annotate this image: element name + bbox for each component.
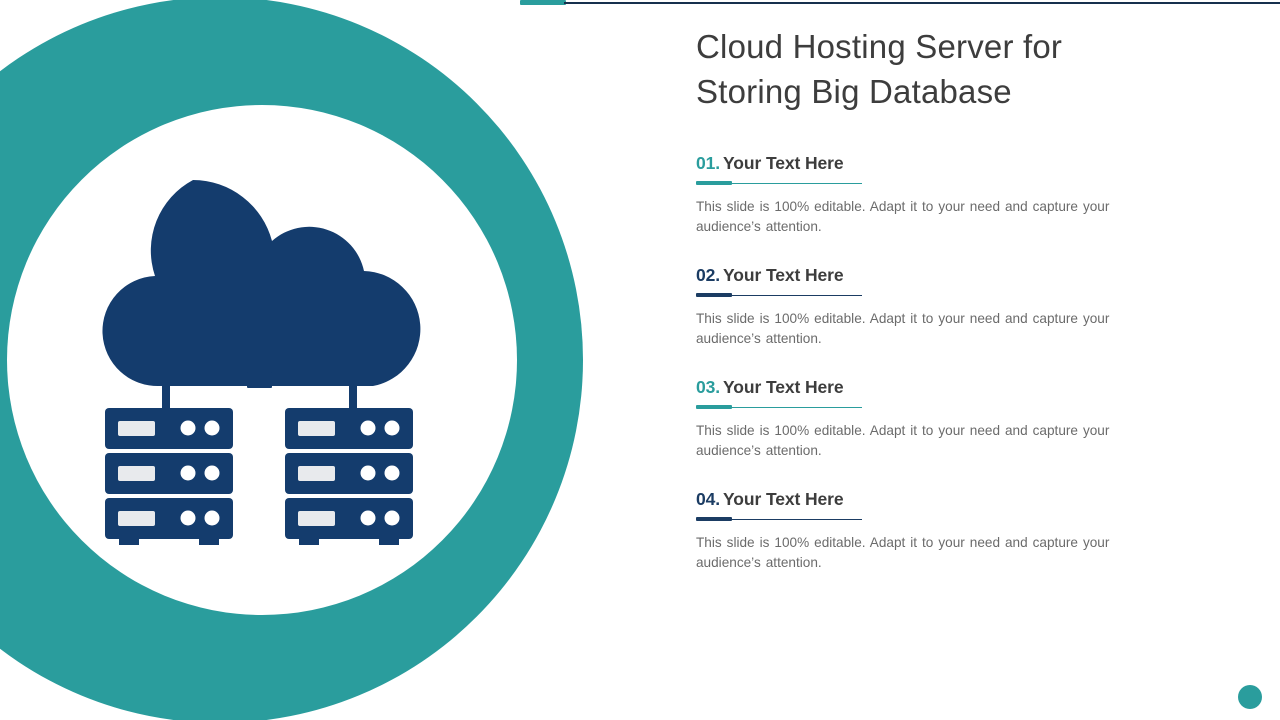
server-led xyxy=(360,420,376,436)
network-drop-left xyxy=(162,376,170,412)
server-led xyxy=(360,510,376,526)
section-body: This slide is 100% editable. Adapt it to… xyxy=(696,199,1110,234)
section-item: 02.Your Text Here This slide is 100% edi… xyxy=(696,264,1196,348)
server-led xyxy=(180,510,196,526)
cloud-shape xyxy=(102,180,421,387)
section-label: Your Text Here xyxy=(723,153,844,173)
server-slot xyxy=(118,421,155,436)
server-led xyxy=(204,420,220,436)
server-led xyxy=(384,510,400,526)
section-divider xyxy=(696,516,862,524)
server-unit xyxy=(285,498,413,539)
cloud-stem xyxy=(255,340,264,378)
server-foot xyxy=(379,537,399,545)
content-column: Cloud Hosting Server for Storing Big Dat… xyxy=(696,24,1196,600)
section-item: 04.Your Text Here This slide is 100% edi… xyxy=(696,488,1196,572)
section-list: 01.Your Text Here This slide is 100% edi… xyxy=(696,152,1196,572)
server-unit xyxy=(285,453,413,494)
section-heading: 03.Your Text Here xyxy=(696,376,1196,398)
server-slot xyxy=(298,421,335,436)
server-slot xyxy=(118,511,155,526)
section-label: Your Text Here xyxy=(723,265,844,285)
section-heading: 01.Your Text Here xyxy=(696,152,1196,174)
server-unit xyxy=(105,453,233,494)
corner-accent-dot xyxy=(1238,685,1262,709)
top-rule-thin-segment xyxy=(564,2,1280,4)
server-led xyxy=(204,465,220,481)
server-led xyxy=(384,420,400,436)
server-led xyxy=(204,510,220,526)
server-led xyxy=(384,465,400,481)
section-heading: 02.Your Text Here xyxy=(696,264,1196,286)
divider-thin-segment xyxy=(730,518,862,521)
divider-thick-segment xyxy=(696,293,732,297)
section-heading: 04.Your Text Here xyxy=(696,488,1196,510)
section-divider xyxy=(696,404,862,412)
section-number: 02. xyxy=(696,265,721,285)
section-number: 03. xyxy=(696,377,721,397)
top-rule-thick-segment xyxy=(520,0,566,5)
server-unit xyxy=(285,408,413,449)
server-slot xyxy=(118,466,155,481)
server-unit xyxy=(105,408,233,449)
server-unit xyxy=(105,498,233,539)
server-rack-left xyxy=(105,408,233,545)
section-divider xyxy=(696,292,862,300)
network-drop-right xyxy=(349,376,357,412)
top-accent-rule xyxy=(520,0,1280,6)
section-item: 01.Your Text Here This slide is 100% edi… xyxy=(696,152,1196,236)
section-label: Your Text Here xyxy=(723,489,844,509)
server-led xyxy=(180,420,196,436)
section-number: 04. xyxy=(696,489,721,509)
divider-thick-segment xyxy=(696,405,732,409)
section-number: 01. xyxy=(696,153,721,173)
divider-thin-segment xyxy=(730,294,862,297)
section-label: Your Text Here xyxy=(723,377,844,397)
illustration-panel xyxy=(0,0,620,720)
section-body: This slide is 100% editable. Adapt it to… xyxy=(696,311,1110,346)
section-body: This slide is 100% editable. Adapt it to… xyxy=(696,423,1110,458)
divider-thick-segment xyxy=(696,181,732,185)
server-led xyxy=(180,465,196,481)
section-item: 03.Your Text Here This slide is 100% edi… xyxy=(696,376,1196,460)
server-slot xyxy=(298,511,335,526)
server-slot xyxy=(298,466,335,481)
cloud-server-network-icon xyxy=(0,0,583,720)
divider-thin-segment xyxy=(730,406,862,409)
page-title: Cloud Hosting Server for Storing Big Dat… xyxy=(696,28,1063,110)
server-foot xyxy=(199,537,219,545)
section-body: This slide is 100% editable. Adapt it to… xyxy=(696,535,1110,570)
server-led xyxy=(360,465,376,481)
divider-thick-segment xyxy=(696,517,732,521)
cloud-server-graphic xyxy=(102,180,421,545)
server-foot xyxy=(299,537,319,545)
section-divider xyxy=(696,180,862,188)
server-foot xyxy=(119,537,139,545)
divider-thin-segment xyxy=(730,182,862,185)
network-bus xyxy=(162,376,357,384)
server-rack-right xyxy=(285,408,413,545)
